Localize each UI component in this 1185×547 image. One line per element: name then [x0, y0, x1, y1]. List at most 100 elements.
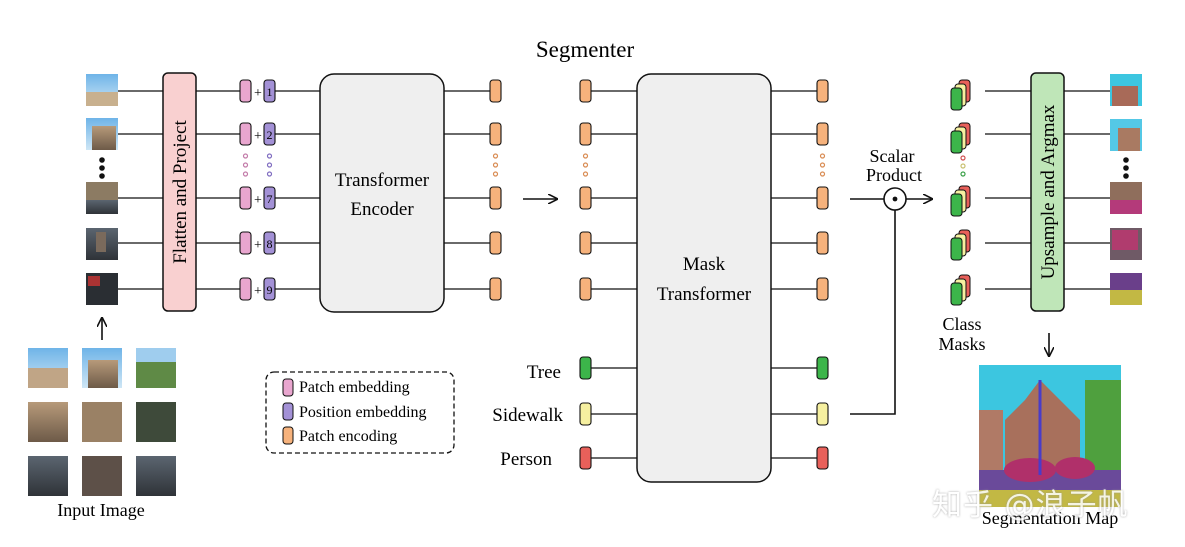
ellipsis-dot [1123, 165, 1129, 171]
patch-embedding-token [239, 186, 252, 210]
input-patch-2-building [92, 126, 116, 150]
class-embedding-tree [816, 356, 829, 380]
patch-encoding-token [489, 231, 502, 255]
class-mask-stack [950, 185, 971, 217]
mask-to-upsample-lines [985, 90, 1031, 290]
patch-encoding-token [579, 231, 592, 255]
class-mask-stack [950, 274, 971, 306]
ellipsis-dot [582, 171, 589, 177]
class-masks-label-line1: Class [942, 314, 981, 334]
decoder-output-tokens [816, 79, 829, 470]
grid-patch [28, 402, 68, 442]
scalar-product-label-line1: Scalar [870, 146, 915, 166]
segmented-patch [1112, 230, 1138, 250]
class-to-product-line [850, 210, 896, 415]
class-token-person [579, 446, 592, 470]
decoder-output-lines [771, 90, 817, 459]
class-token-sidewalk [579, 402, 592, 426]
legend-box [265, 371, 455, 454]
patch-embedding-token [239, 122, 252, 146]
grid-patch [136, 456, 176, 496]
segmented-patch-column [1110, 74, 1142, 305]
ellipsis-dot [819, 153, 826, 159]
class-mask-stack [950, 122, 971, 154]
input-patch-8-detail [96, 232, 106, 252]
plus-sign: + [254, 284, 262, 299]
ellipsis-dot [266, 162, 273, 168]
patch-encoding-token [489, 122, 502, 146]
ellipsis-dot [960, 171, 966, 177]
transformer-encoder-label-line1: Transformer [335, 170, 430, 191]
upsample-output-lines [1064, 90, 1110, 290]
legend-swatch-patch-embedding [282, 378, 294, 397]
grid-patch [88, 360, 118, 388]
patch-encoding-token [816, 79, 829, 103]
ellipsis-dot [99, 173, 105, 179]
input-patch-9-detail [88, 276, 100, 286]
patch-embedding-token [239, 231, 252, 255]
input-image-grid [28, 348, 176, 496]
patch-embedding-token [239, 277, 252, 301]
ellipsis-dot [582, 162, 589, 168]
watermark: 知乎 @浪子帆 [932, 488, 1129, 523]
ellipsis-dot [960, 163, 966, 169]
class-label-person: Person [500, 449, 552, 470]
encoder-input-lines [275, 90, 320, 290]
class-embedding-sidewalk [816, 402, 829, 426]
patch-encoding-token [579, 186, 592, 210]
class-token-tree [579, 356, 592, 380]
segmented-patch [1110, 200, 1142, 214]
upsample-argmax-box [1030, 72, 1065, 312]
patch-encoding-token [579, 122, 592, 146]
ellipsis-dot [819, 171, 826, 177]
patch-encoding-token [816, 277, 829, 301]
ellipsis-dot [242, 153, 249, 159]
ellipsis-dot [819, 162, 826, 168]
ellipsis-dot [242, 171, 249, 177]
ellipsis-dot [99, 165, 105, 171]
mask-transformer-label-line1: Mask [683, 254, 726, 275]
input-connector-lines [118, 90, 163, 290]
scalar-product-label-line2: Product [866, 165, 922, 185]
legend-label-patch-embedding: Patch embedding [299, 379, 410, 396]
ellipsis-dot [492, 171, 499, 177]
ellipsis-dot [1123, 157, 1129, 163]
encoder-output-lines [444, 90, 490, 290]
position-id: 1 [267, 85, 273, 99]
class-mask-stack [950, 79, 971, 111]
patch-encoding-token [816, 186, 829, 210]
position-id: 8 [267, 237, 273, 251]
plus-sign: + [254, 129, 262, 144]
position-id: 9 [267, 283, 273, 297]
legend-label-patch-encoding: Patch encoding [299, 428, 397, 445]
segmented-patch [1110, 290, 1142, 305]
ellipsis-dot [99, 157, 105, 163]
scalar-product-dot [892, 196, 898, 202]
ellipsis-dot [266, 153, 273, 159]
patch-encoding-token [816, 231, 829, 255]
patch-encoding-token [489, 277, 502, 301]
patch-encoding-token [489, 79, 502, 103]
position-id: 7 [267, 192, 273, 206]
flatten-project-label: Flatten and Project [170, 120, 191, 264]
input-image-label: Input Image [57, 500, 144, 520]
input-patch-column [86, 74, 118, 305]
segmented-patch [1118, 128, 1140, 151]
class-label-sidewalk: Sidewalk [492, 405, 563, 426]
transformer-encoder-label-line2: Encoder [350, 199, 414, 220]
grid-patch [28, 456, 68, 496]
grid-patch [28, 368, 68, 388]
grid-patch [136, 402, 176, 442]
segmented-patch [1112, 86, 1138, 106]
class-masks-label-line2: Masks [938, 334, 985, 354]
mask-transformer-box [636, 73, 772, 483]
position-id: 2 [267, 128, 273, 142]
mask-transformer-label-line2: Transformer [657, 284, 752, 305]
decoder-input-tokens [579, 79, 592, 470]
patch-encoding-token [816, 122, 829, 146]
patch-encoding-token [579, 277, 592, 301]
segmentation-map-label: Segmentation Map [982, 508, 1118, 528]
class-mask-stack [950, 229, 971, 261]
upsample-argmax-label: Upsample and Argmax [1038, 104, 1059, 279]
